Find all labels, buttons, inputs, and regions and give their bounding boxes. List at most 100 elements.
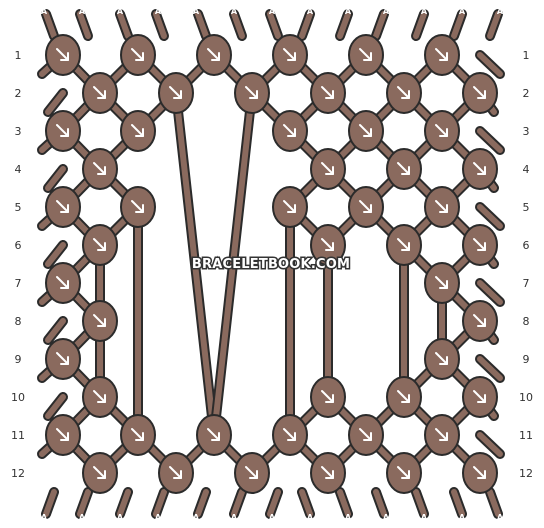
- thread-end-bottom: [75, 487, 93, 519]
- arrow-down-right-icon: [397, 238, 410, 251]
- knot: [120, 414, 156, 456]
- row-label-right: 11: [519, 429, 533, 442]
- arrow-down-right-icon: [397, 390, 410, 403]
- row-label-right: 12: [519, 467, 533, 480]
- thread-label-bottom: A: [307, 513, 314, 522]
- knot: [272, 110, 308, 152]
- knot: [82, 376, 118, 418]
- knot: [272, 186, 308, 228]
- arrow-down-right-icon: [473, 86, 486, 99]
- knot: [348, 414, 384, 456]
- knot: [45, 186, 81, 228]
- arrow-down-right-icon: [131, 48, 144, 61]
- arrow-down-right-icon: [283, 200, 296, 213]
- arrow-down-right-icon: [56, 200, 69, 213]
- arrow-down-right-icon: [435, 124, 448, 137]
- knot: [310, 452, 346, 494]
- thread-segment-edge: [43, 240, 68, 269]
- thread-label-top: A: [459, 7, 466, 16]
- thread-label-top: A: [269, 7, 276, 16]
- thread-label-top: A: [421, 7, 428, 16]
- arrow-down-right-icon: [207, 428, 220, 441]
- thread-label-bottom: A: [155, 513, 162, 522]
- row-label-left: 2: [15, 87, 22, 100]
- arrow-down-right-icon: [131, 428, 144, 441]
- knot: [82, 300, 118, 342]
- arrow-down-right-icon: [56, 428, 69, 441]
- knot: [120, 186, 156, 228]
- thread-label-top: A: [345, 7, 352, 16]
- knot: [310, 148, 346, 190]
- thread-label-bottom: A: [79, 513, 86, 522]
- thread-end-bottom: [193, 487, 211, 519]
- knot: [462, 224, 498, 266]
- thread-end-top: [485, 9, 503, 41]
- thread-label-top: A: [41, 7, 48, 16]
- thread-label-bottom: A: [231, 513, 238, 522]
- knot: [310, 224, 346, 266]
- thread-segment-edge: [475, 430, 505, 459]
- knot: [82, 224, 118, 266]
- knot: [386, 376, 422, 418]
- thread-end-top: [115, 9, 133, 41]
- knot: [158, 72, 194, 114]
- knot: [310, 376, 346, 418]
- thread-end-bottom: [151, 487, 169, 519]
- knot: [462, 452, 498, 494]
- knot: [45, 262, 81, 304]
- arrow-down-right-icon: [321, 162, 334, 175]
- arrow-down-right-icon: [435, 200, 448, 213]
- knot: [462, 376, 498, 418]
- thread-label-top: A: [383, 7, 390, 16]
- knot: [424, 414, 460, 456]
- thread-label-top: A: [117, 7, 124, 16]
- thread-end-bottom: [371, 487, 389, 519]
- thread-end-bottom: [229, 487, 247, 519]
- arrow-down-right-icon: [56, 352, 69, 365]
- arrow-down-right-icon: [435, 352, 448, 365]
- thread-segment-edge: [43, 316, 68, 345]
- arrow-down-right-icon: [93, 314, 106, 327]
- thread-label-top: A: [155, 7, 162, 16]
- thread-segment-edge: [475, 278, 505, 307]
- arrow-down-right-icon: [93, 238, 106, 251]
- thread-end-top: [75, 9, 93, 41]
- thread-label-bottom: A: [459, 513, 466, 522]
- knot: [158, 452, 194, 494]
- knot: [196, 414, 232, 456]
- thread-segment-edge: [475, 354, 505, 383]
- knot: [272, 414, 308, 456]
- knot: [234, 452, 270, 494]
- thread-label-bottom: A: [117, 513, 124, 522]
- watermark: BRACELETBOOK.COM: [192, 257, 350, 272]
- row-label-left: 11: [11, 429, 25, 442]
- row-label-right: 9: [523, 353, 530, 366]
- row-label-left: 3: [15, 125, 22, 138]
- thread-label-bottom: A: [383, 513, 390, 522]
- thread-end-top: [411, 9, 429, 41]
- knot: [348, 110, 384, 152]
- knot: [82, 452, 118, 494]
- knot: [82, 72, 118, 114]
- arrow-down-right-icon: [93, 162, 106, 175]
- arrow-down-right-icon: [473, 238, 486, 251]
- thread-end-bottom: [449, 487, 467, 519]
- arrow-down-right-icon: [93, 86, 106, 99]
- thread-label-top: A: [193, 7, 200, 16]
- knot: [348, 34, 384, 76]
- arrow-down-right-icon: [473, 162, 486, 175]
- thread-end-bottom: [335, 487, 353, 519]
- arrow-down-right-icon: [473, 466, 486, 479]
- row-label-right: 7: [523, 277, 530, 290]
- row-label-right: 4: [523, 163, 530, 176]
- arrow-down-right-icon: [435, 276, 448, 289]
- arrow-down-right-icon: [169, 86, 182, 99]
- arrow-down-right-icon: [131, 200, 144, 213]
- arrow-down-right-icon: [283, 48, 296, 61]
- knot: [462, 148, 498, 190]
- thread-label-bottom: A: [41, 513, 48, 522]
- knot: [45, 414, 81, 456]
- thread-end-bottom: [297, 487, 315, 519]
